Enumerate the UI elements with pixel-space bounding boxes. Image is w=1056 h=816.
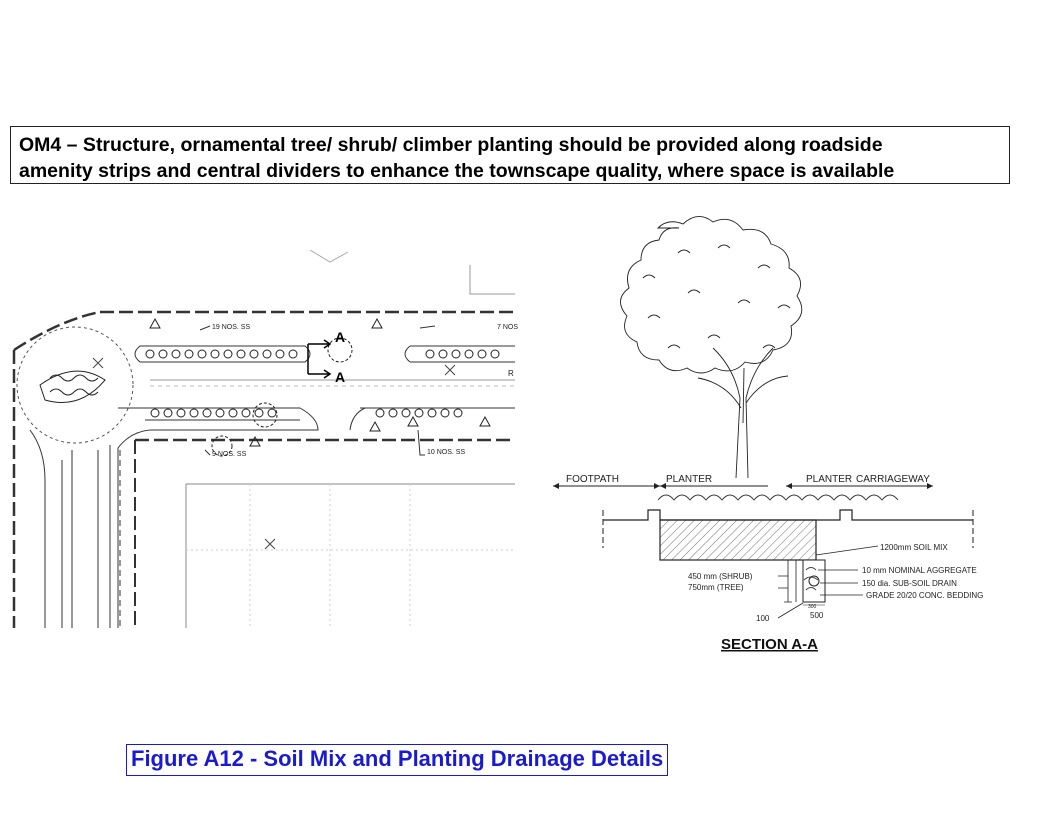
depth-tree: 750mm (TREE) — [688, 583, 744, 592]
depth-shrub: 450 mm (SHRUB) — [688, 572, 753, 581]
callout-aggregate: 10 mm NOMINAL AGGREGATE — [862, 566, 977, 575]
label-planter-right: PLANTER — [806, 474, 852, 485]
callout-soil-mix: 1200mm SOIL MIX — [880, 543, 948, 552]
label-planter-left: PLANTER — [666, 474, 712, 485]
label-carriageway: CARRIAGEWAY — [856, 474, 930, 485]
section-mark-top: A — [335, 329, 345, 345]
plan-r-mark: R — [508, 369, 514, 378]
roadside-planting-plan: A A 19 NOS. SS 7 NOS 9 NOS. SS 10 NOS. S… — [12, 250, 518, 628]
dim-100: 100 — [756, 614, 770, 623]
figure-caption: Figure A12 - Soil Mix and Planting Drain… — [126, 744, 669, 776]
objective-heading-box: OM4 – Structure, ornamental tree/ shrub/… — [10, 126, 1010, 184]
callout-bedding: GRADE 20/20 CONC. BEDDING — [866, 591, 983, 600]
section-mark-bottom: A — [335, 369, 345, 385]
dim-300: 300 — [808, 604, 817, 610]
plant-qty-label-9: 9 NOS. SS — [212, 451, 247, 458]
section-title: SECTION A-A — [721, 636, 818, 653]
callout-subsoil-drain: 150 dia. SUB-SOIL DRAIN — [862, 579, 957, 588]
heading-line-2: amenity strips and central dividers to e… — [19, 160, 895, 182]
section-a-a-drawing: FOOTPATH PLANTER PLANTER CARRIAGEWAY 120… — [553, 216, 983, 653]
label-footpath: FOOTPATH — [566, 474, 619, 485]
plant-qty-label-7: 7 NOS — [497, 324, 518, 331]
plant-qty-label-19: 19 NOS. SS — [212, 324, 250, 331]
plant-qty-label-10: 10 NOS. SS — [427, 449, 465, 456]
dim-500: 500 — [810, 611, 824, 620]
heading-line-1: OM4 – Structure, ornamental tree/ shrub/… — [19, 134, 883, 156]
